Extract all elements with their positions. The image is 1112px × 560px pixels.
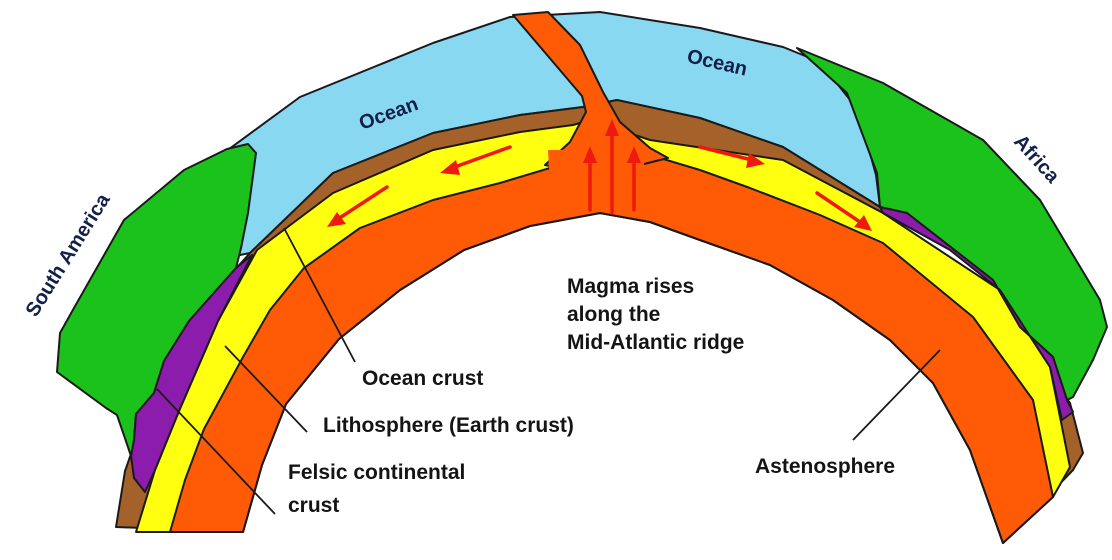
label-astenosphere: Astenosphere	[755, 455, 895, 478]
astenosphere-layer	[169, 149, 1054, 544]
label-ocean-crust: Ocean crust	[362, 367, 483, 390]
arrow-right-upper	[698, 145, 765, 168]
label-felsic-line1: Felsic continental	[288, 461, 465, 484]
arrow-right-lower	[815, 191, 872, 231]
label-magma-line3: Mid-Atlantic ridge	[567, 331, 744, 354]
felsic-crust-africa	[879, 206, 1074, 421]
label-magma-line2: along the	[567, 303, 660, 326]
label-magma-line1: Magma rises	[567, 275, 694, 298]
felsic-crust-south-america	[130, 254, 253, 493]
magma-rise-arrows	[583, 119, 641, 215]
arrow-left-lower	[327, 185, 389, 227]
leader-lithosphere	[224, 345, 308, 433]
leader-astenosphere	[852, 349, 941, 441]
label-lithosphere: Lithosphere (Earth crust)	[323, 414, 574, 437]
leader-ocean-crust	[283, 227, 356, 363]
arrow-left-upper	[440, 145, 512, 175]
leader-felsic-crust	[156, 388, 276, 515]
magma-channel-fill	[548, 150, 650, 185]
label-felsic-line2: crust	[288, 494, 339, 517]
continent-africa	[796, 47, 1108, 401]
